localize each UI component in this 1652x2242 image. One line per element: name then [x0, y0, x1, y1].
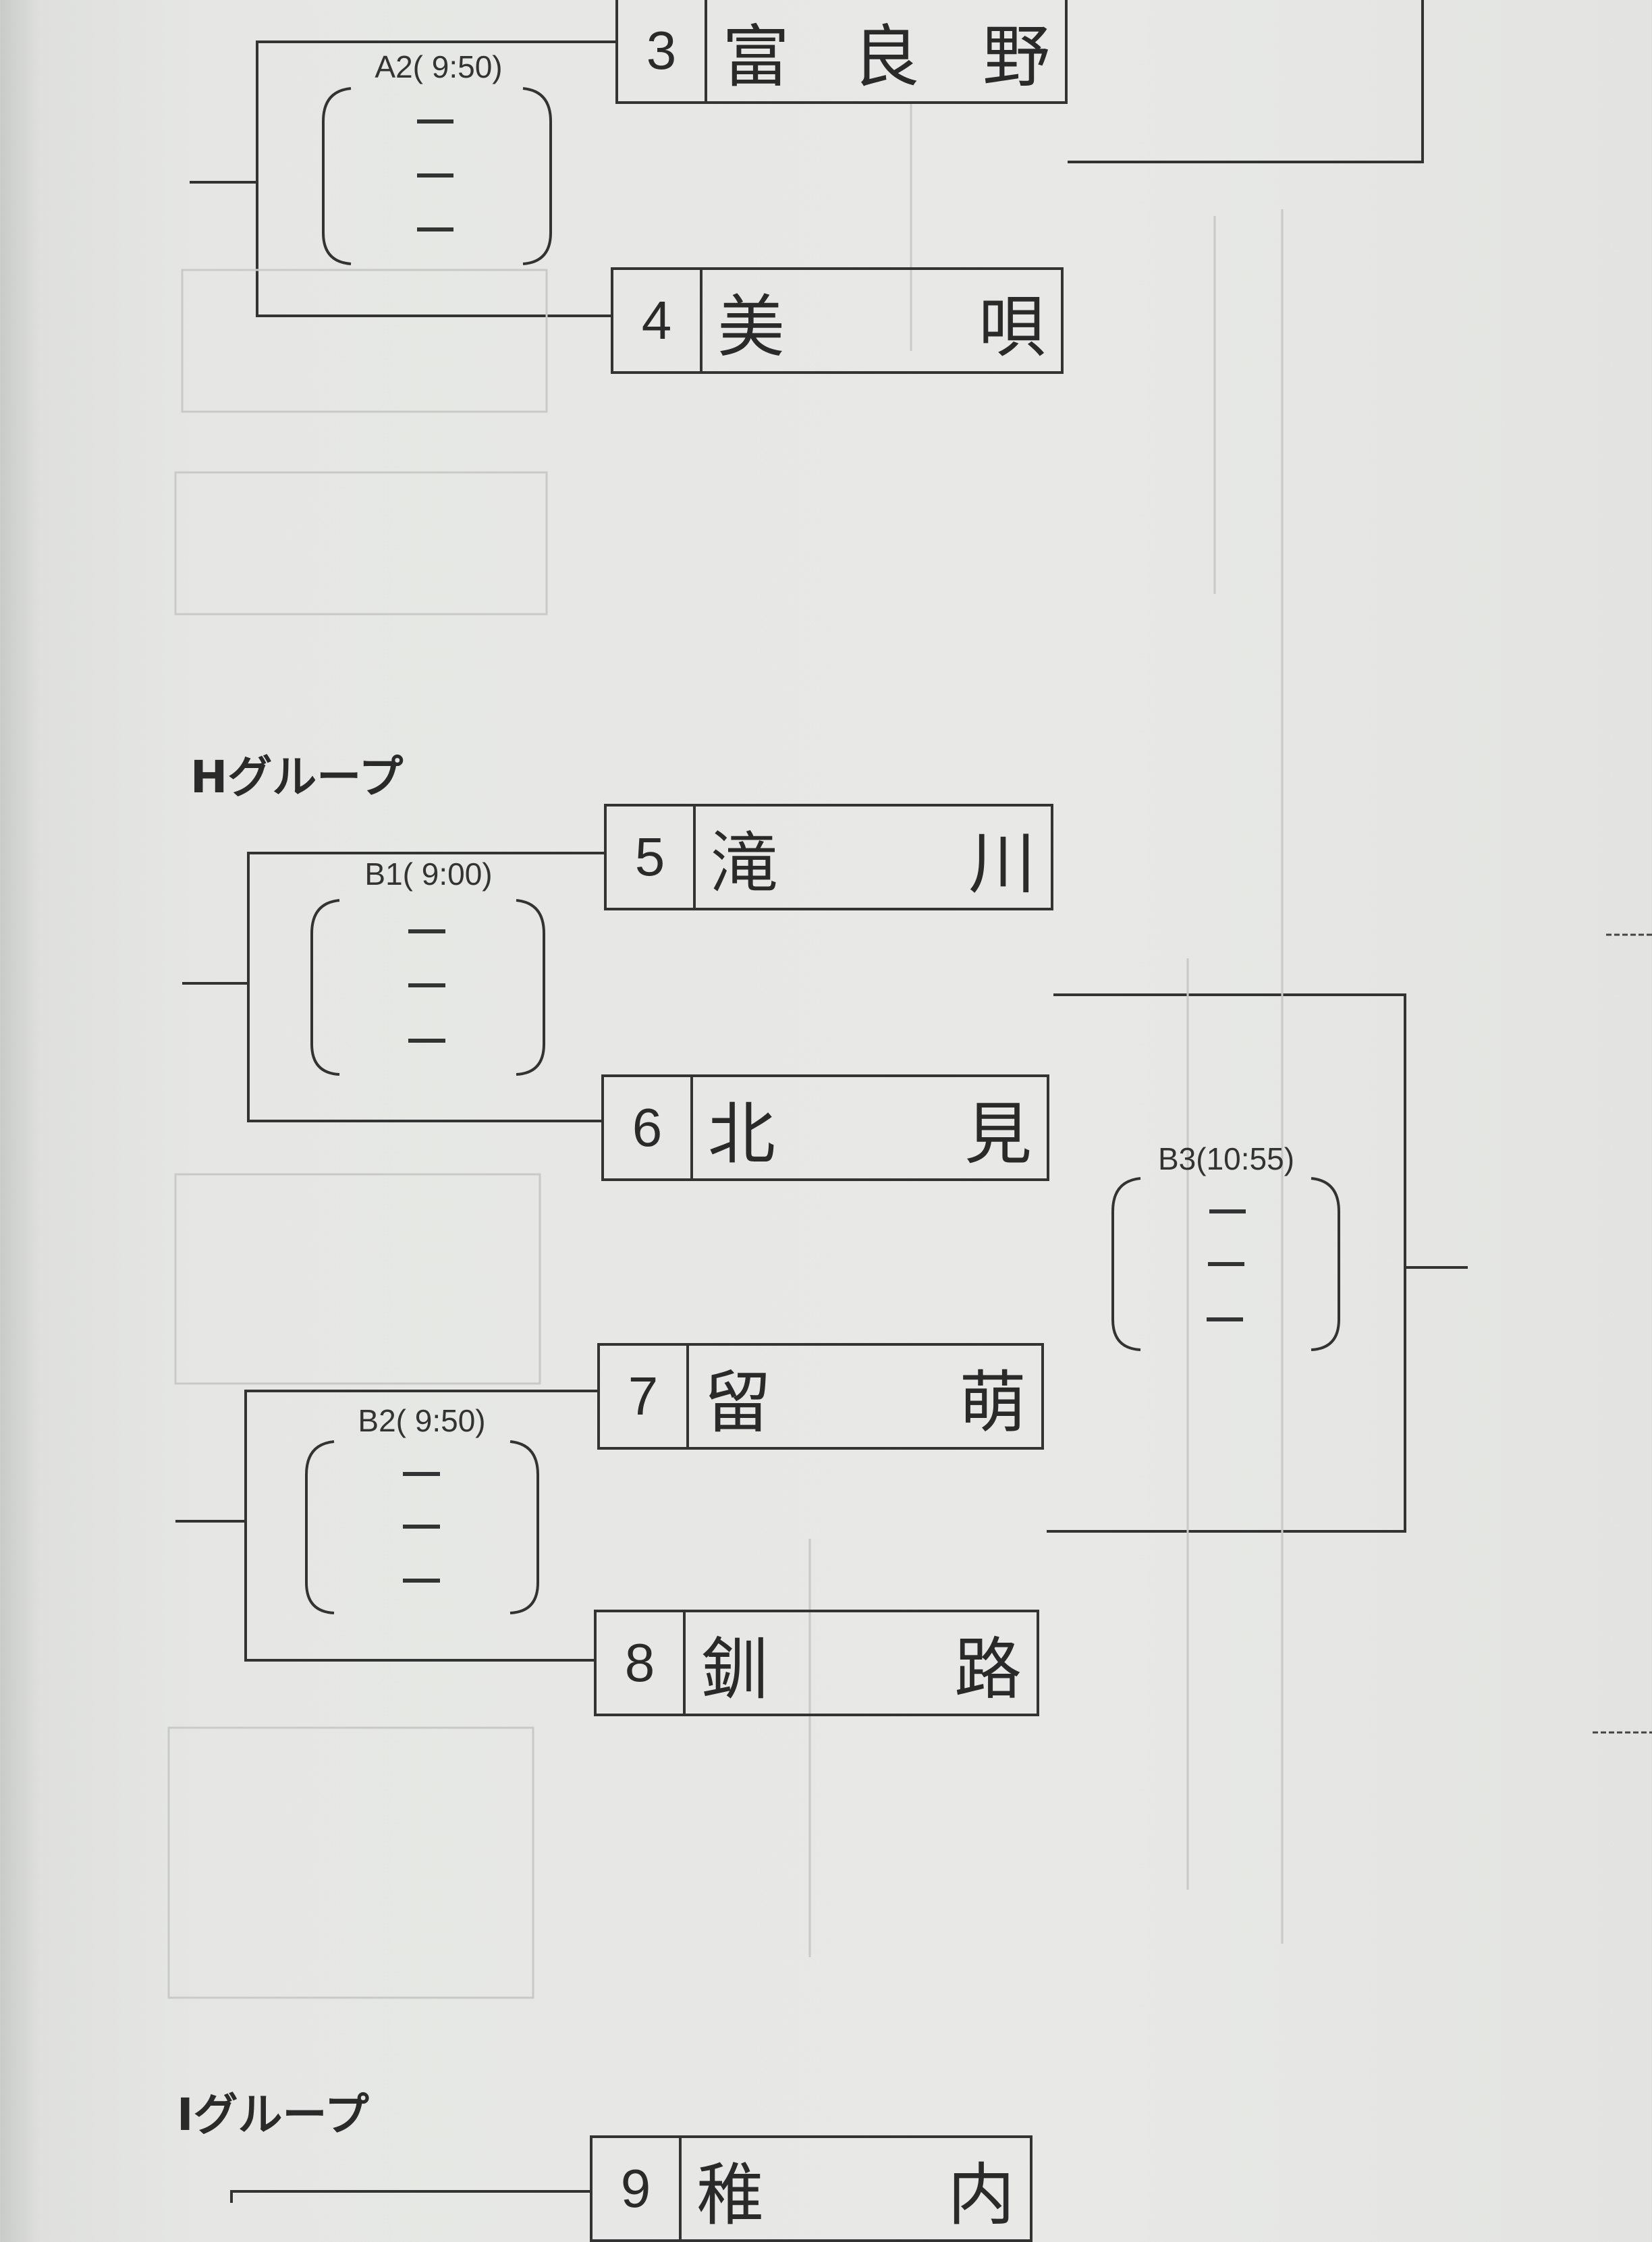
team-name: 富良野 [707, 0, 1065, 101]
edge-marks [1593, 933, 1652, 1734]
team-box: 8 釧路 [594, 1610, 1039, 1716]
team-box: 3 富良野 [615, 0, 1068, 104]
match-label-b1: B1( 9:00) [364, 856, 493, 892]
team-name: 北見 [693, 1077, 1047, 1178]
team-number: 3 [618, 0, 707, 101]
bracket-a2 [190, 40, 615, 317]
team-name-char: 野 [983, 17, 1050, 97]
team-name-char: 路 [954, 1629, 1022, 1709]
team-name-char: 滝 [711, 823, 778, 903]
match-label-a2: A2( 9:50) [375, 49, 503, 84]
team-number: 4 [613, 270, 703, 371]
team-name: 美唄 [703, 270, 1061, 371]
team-name-char: 富 [722, 17, 790, 97]
team-number: 7 [600, 1346, 689, 1447]
team-box: 9 稚内 [590, 2135, 1032, 2242]
team-number: 6 [604, 1077, 693, 1178]
bracket-b3 [1047, 993, 1468, 1533]
team-box: 6 北見 [601, 1074, 1049, 1181]
team-box: 5 滝川 [604, 804, 1053, 910]
team-name-char: 内 [947, 2155, 1015, 2235]
bracket-b2 [175, 1390, 597, 1662]
group-label-i: Iグループ [177, 2089, 369, 2141]
score-box-b1 [310, 899, 545, 1076]
team-number: 9 [593, 2138, 682, 2239]
team-name-char: 萌 [959, 1363, 1026, 1442]
match-label-b3: B3(10:55) [1157, 1141, 1295, 1176]
score-box-b2 [305, 1440, 539, 1614]
team-number: 5 [607, 806, 696, 908]
team-name-char: 唄 [979, 287, 1046, 366]
bleed-through [167, 101, 1284, 1999]
group-label-h: Hグループ [190, 751, 404, 803]
team-name: 釧路 [686, 1612, 1037, 1714]
team-name-char: 釧 [700, 1629, 768, 1709]
team-name-char: 留 [704, 1363, 771, 1442]
team-name: 稚内 [682, 2138, 1030, 2239]
team-name-char: 美 [717, 287, 785, 366]
team-name-char: 稚 [696, 2155, 764, 2235]
team-box: 4 美唄 [611, 267, 1064, 374]
match-label-b2: B2( 9:50) [358, 1403, 486, 1438]
bracket-b1 [182, 852, 604, 1122]
team-name-char: 見 [964, 1094, 1032, 1174]
score-box-a2 [322, 87, 552, 265]
team-number: 8 [597, 1612, 686, 1714]
team-name: 滝川 [696, 806, 1051, 908]
team-name-char: 北 [708, 1094, 775, 1174]
team-name: 留萌 [689, 1346, 1041, 1447]
team-box: 7 留萌 [597, 1343, 1044, 1450]
score-box-b3 [1111, 1177, 1340, 1351]
bracket-i [230, 2190, 590, 2203]
team-name-char: 川 [968, 823, 1036, 903]
team-name-char: 良 [852, 17, 920, 97]
bracket-to-next-a [1068, 0, 1424, 163]
